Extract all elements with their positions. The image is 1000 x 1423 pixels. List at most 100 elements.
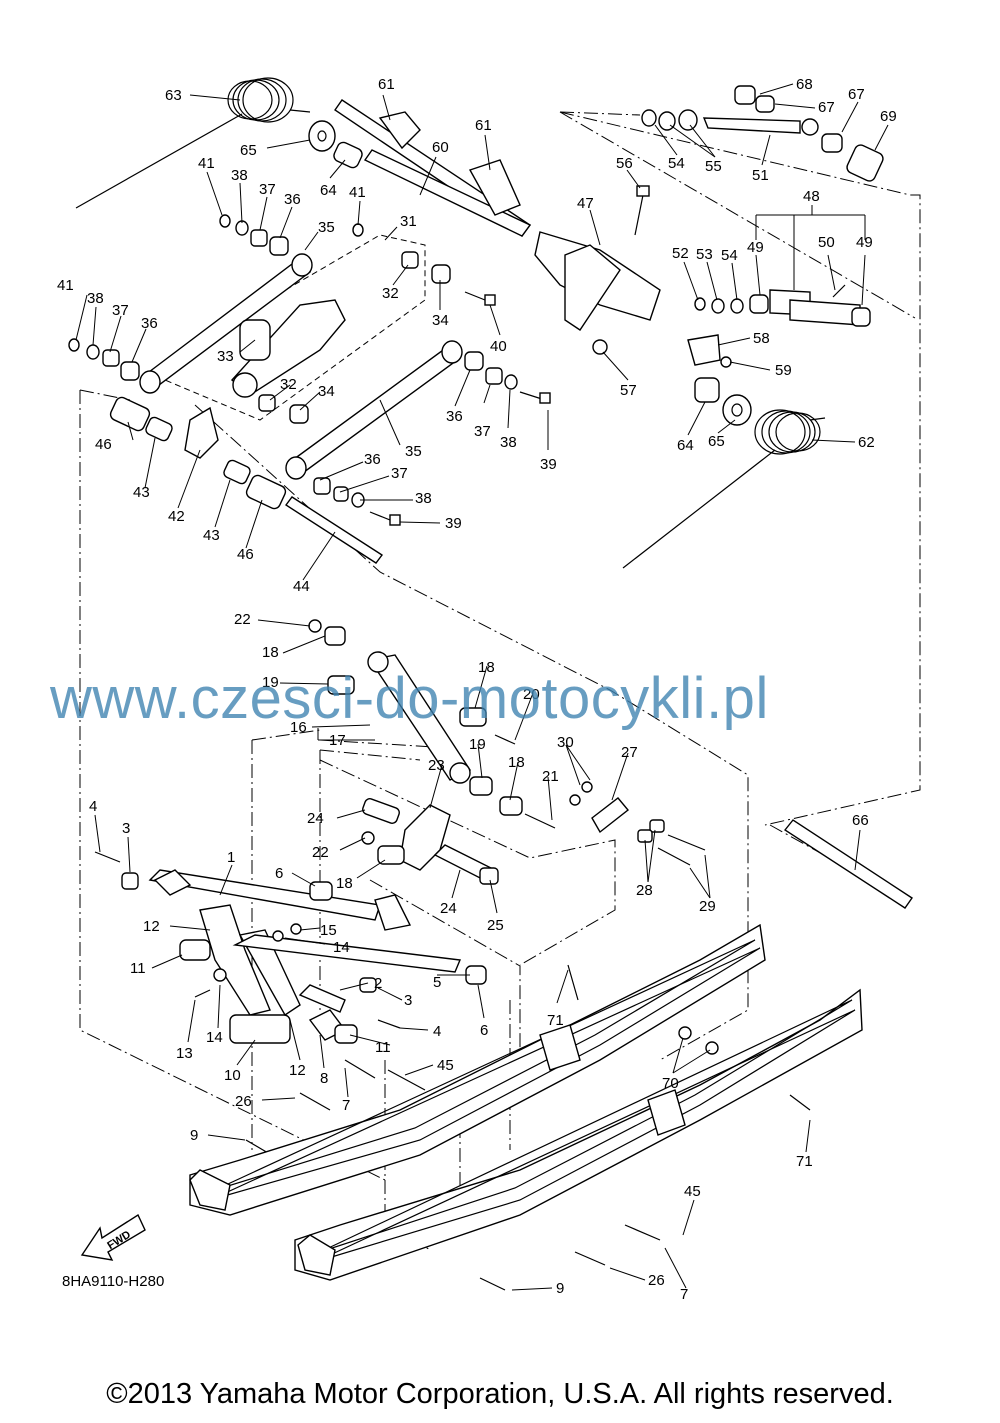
callout-9: 9 [556, 1280, 564, 1297]
callout-59: 59 [775, 362, 792, 379]
callout-34: 34 [318, 383, 335, 400]
callout-36: 36 [284, 191, 301, 208]
callout-3: 3 [404, 992, 412, 1009]
callout-55: 55 [705, 158, 722, 175]
callout-58: 58 [753, 330, 770, 347]
callout-67: 67 [848, 86, 865, 103]
callout-44: 44 [293, 578, 310, 595]
callout-11: 11 [375, 1039, 391, 1056]
callout-6: 6 [480, 1022, 488, 1039]
callout-26: 26 [235, 1093, 252, 1110]
callout-12: 12 [289, 1062, 306, 1079]
callout-42: 42 [168, 508, 185, 525]
callout-numbers: 63 61 61 65 60 64 41 38 37 36 35 31 41 6… [57, 76, 897, 1303]
assembly-boundary-lines [79, 111, 921, 1251]
callout-36: 36 [141, 315, 158, 332]
callout-36: 36 [364, 451, 381, 468]
callout-18: 18 [478, 659, 495, 676]
callout-10: 10 [224, 1067, 241, 1084]
callout-45: 45 [684, 1183, 701, 1200]
callout-27: 27 [621, 744, 638, 761]
callout-35: 35 [405, 443, 422, 460]
callout-64: 64 [677, 437, 694, 454]
callout-41: 41 [349, 184, 366, 201]
fwd-arrow-icon [80, 1213, 146, 1261]
callout-71: 71 [796, 1153, 813, 1170]
callout-36: 36 [446, 408, 463, 425]
callout-66: 66 [852, 812, 869, 829]
callout-48: 48 [803, 188, 820, 205]
callout-57: 57 [620, 382, 637, 399]
callout-14: 14 [206, 1029, 223, 1046]
callout-37: 37 [474, 423, 491, 440]
callout-65: 65 [240, 142, 257, 159]
parts-artwork [68, 77, 913, 1291]
callout-60: 60 [432, 139, 449, 156]
callout-30: 30 [557, 734, 574, 751]
leader-lines [75, 83, 889, 1291]
callout-26: 26 [648, 1272, 665, 1289]
callout-41: 41 [198, 155, 215, 172]
callout-22: 22 [312, 844, 329, 861]
callout-35: 35 [318, 219, 335, 236]
callout-37: 37 [391, 465, 408, 482]
callout-65: 65 [708, 433, 725, 450]
callout-39: 39 [540, 456, 557, 473]
callout-5: 5 [433, 974, 441, 991]
callout-14: 14 [333, 939, 350, 956]
skid-rails [189, 923, 863, 1291]
callout-11: 11 [130, 960, 146, 977]
callout-18: 18 [336, 875, 353, 892]
callout-1: 1 [227, 849, 235, 866]
callout-43: 43 [133, 484, 150, 501]
callout-38: 38 [415, 490, 432, 507]
callout-21: 21 [542, 768, 559, 785]
callout-49: 49 [856, 234, 873, 251]
callout-41: 41 [57, 277, 74, 294]
callout-28: 28 [636, 882, 653, 899]
callout-67: 67 [818, 99, 835, 116]
callout-43: 43 [203, 527, 220, 544]
callout-40: 40 [490, 338, 507, 355]
callout-29: 29 [699, 898, 716, 915]
callout-25: 25 [487, 917, 504, 934]
copyright-notice: ©2013 Yamaha Motor Corporation, U.S.A. A… [106, 1378, 894, 1410]
torsion-spring-62 [622, 409, 826, 569]
callout-63: 63 [165, 87, 182, 104]
callout-50: 50 [818, 234, 835, 251]
callout-31: 31 [400, 213, 417, 230]
callout-62: 62 [858, 434, 875, 451]
diagram-code: 8HA9110-H280 [62, 1273, 165, 1290]
callout-4: 4 [433, 1023, 441, 1040]
callout-7: 7 [680, 1286, 688, 1303]
callout-54: 54 [668, 155, 685, 172]
callout-18: 18 [508, 754, 525, 771]
callout-45: 45 [437, 1057, 454, 1074]
callout-33: 33 [217, 348, 234, 365]
callout-49: 49 [747, 239, 764, 256]
callout-12: 12 [143, 918, 160, 935]
callout-38: 38 [500, 434, 517, 451]
callout-53: 53 [696, 246, 713, 263]
callout-24: 24 [440, 900, 457, 917]
callout-22: 22 [234, 611, 251, 628]
callout-19: 19 [469, 736, 486, 753]
callout-47: 47 [577, 195, 594, 212]
callout-52: 52 [672, 245, 689, 262]
callout-6: 6 [275, 865, 283, 882]
washer-65 [308, 120, 336, 152]
callout-23: 23 [428, 757, 445, 774]
callout-61: 61 [378, 76, 395, 93]
callout-69: 69 [880, 108, 897, 125]
callout-24: 24 [307, 810, 324, 827]
callout-19: 19 [262, 674, 279, 691]
callout-39: 39 [445, 515, 462, 532]
callout-9: 9 [190, 1127, 198, 1144]
watermark: www.czesci-do-motocykli.pl [50, 666, 769, 731]
callout-13: 13 [176, 1045, 193, 1062]
callout-8: 8 [320, 1070, 328, 1087]
callout-15: 15 [320, 922, 337, 939]
callout-56: 56 [616, 155, 633, 172]
callout-61: 61 [475, 117, 492, 134]
